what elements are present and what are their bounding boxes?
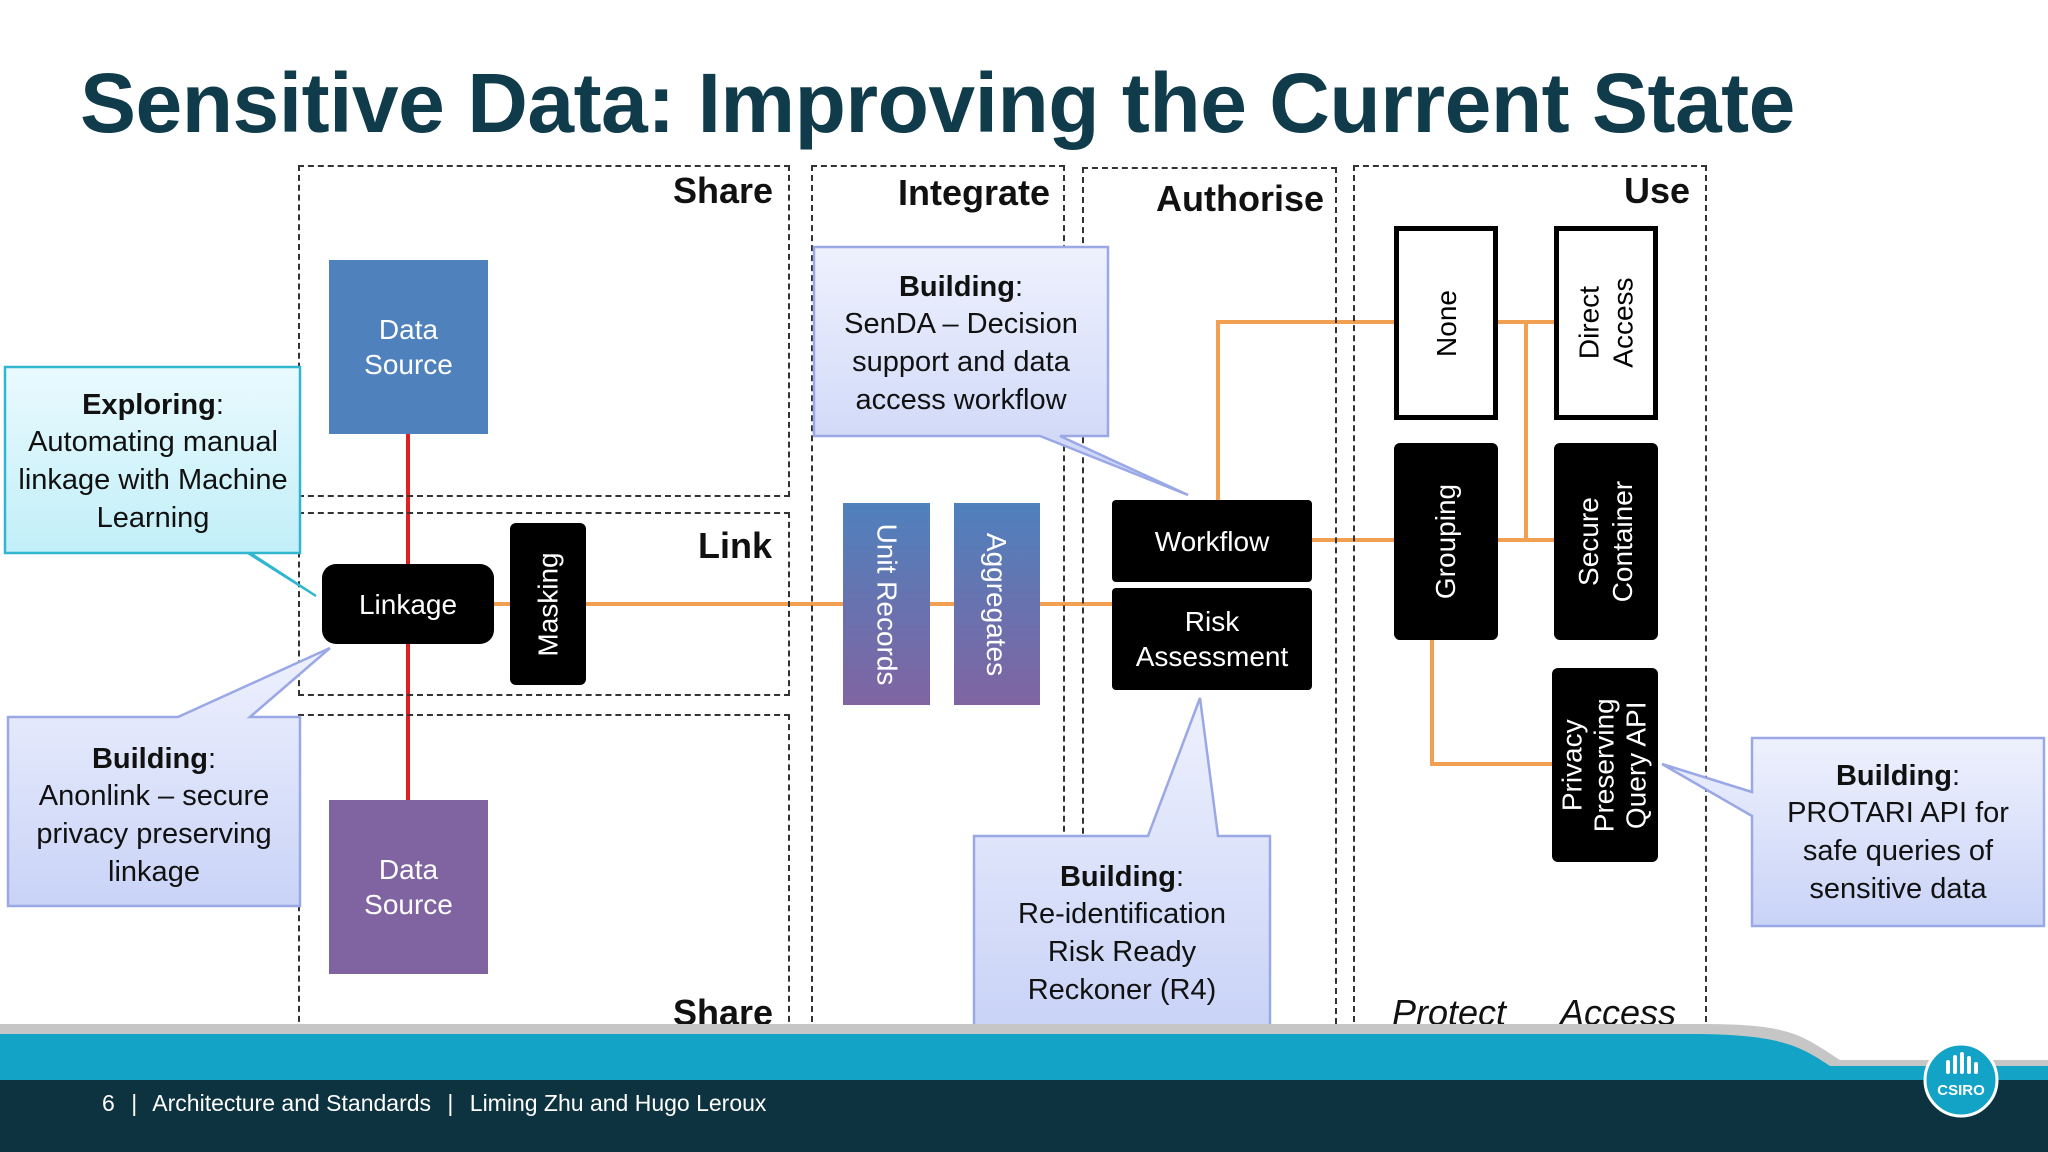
callout-protari-head: Building (1835, 759, 1952, 792)
zone-label-share-top: Share (673, 170, 774, 211)
workflow-label: Workflow (1154, 525, 1270, 557)
zone-share-top (298, 165, 790, 497)
zone-label-use: Use (1624, 170, 1691, 211)
footer-authors: Liming Zhu and Hugo Leroux (469, 1090, 767, 1116)
callout-senda-colon: : (1014, 270, 1024, 303)
callout-exploring-body: Automating manual linkage with Machine L… (18, 426, 288, 534)
callout-protari: Building: PROTARI API for safe queries o… (1754, 742, 2042, 924)
callout-r4-colon: : (1175, 860, 1185, 893)
orange-grouping-ppqa (1430, 640, 1554, 766)
callout-protari-shape (1661, 736, 2046, 928)
data-source-bottom-box: Data Source (329, 800, 488, 974)
zone-link (298, 512, 790, 696)
page-title: Sensitive Data: Improving the Current St… (80, 56, 1795, 150)
callout-exploring: Exploring: Automating manual linkage wit… (8, 374, 298, 550)
footer-dark-band (0, 1080, 2048, 1152)
callout-exploring-shape (3, 365, 317, 598)
footer-separator-1: | (131, 1090, 138, 1116)
callout-exploring-colon: : (215, 388, 224, 421)
csiro-logo-text: CSIRO (1937, 1082, 1985, 1099)
callout-exploring-head: Exploring (82, 388, 216, 421)
callout-r4: Building: Re-identification Risk Ready R… (976, 844, 1268, 1024)
ppqa-box: Privacy Preserving Query API (1552, 668, 1658, 862)
unit-records-box: Unit Records (843, 503, 930, 705)
callout-anonlink: Building: Anonlink – secure privacy pres… (10, 728, 298, 904)
csiro-logo-mark (1946, 1052, 1978, 1074)
footer-page-number: 6 (102, 1090, 115, 1116)
callout-protari-colon: : (1951, 759, 1961, 792)
callout-senda-body: SenDA – Decision support and data access… (844, 308, 1078, 416)
callout-senda-head: Building (898, 270, 1015, 303)
callout-anonlink-body: Anonlink – secure privacy preserving lin… (36, 780, 272, 888)
data-source-top-label: Data Source (364, 314, 453, 380)
zone-label-authorise: Authorise (1156, 178, 1325, 219)
none-box: None (1394, 226, 1498, 420)
footer: 6 | Architecture and Standards | Liming … (102, 1090, 766, 1117)
secure-container-box: Secure Container (1554, 443, 1658, 640)
callout-protari-body: PROTARI API for safe queries of sensitiv… (1787, 797, 2009, 905)
footer-separator-2: | (447, 1090, 454, 1116)
callout-r4-body: Re-identification Risk Ready Reckoner (R… (1018, 898, 1226, 1006)
callout-anonlink-colon: : (207, 742, 217, 775)
callout-anonlink-shape (6, 646, 331, 908)
callout-anonlink-head: Building (91, 742, 208, 775)
footer-section: Architecture and Standards (152, 1090, 432, 1116)
zone-label-integrate: Integrate (898, 172, 1051, 213)
data-source-bottom-label: Data Source (364, 854, 453, 920)
callout-senda: Building: SenDA – Decision support and d… (816, 256, 1106, 432)
masking-box: Masking (510, 523, 586, 685)
callout-r4-head: Building (1059, 860, 1176, 893)
csiro-logo-circle (1923, 1042, 1999, 1118)
linkage-box: Linkage (322, 564, 494, 644)
data-source-top-box: Data Source (329, 260, 488, 434)
grouping-box: Grouping (1394, 443, 1498, 640)
direct-access-box: Direct Access (1554, 226, 1658, 420)
zone-label-link: Link (698, 525, 773, 566)
aggregates-box: Aggregates (954, 503, 1040, 705)
workflow-box: Workflow (1112, 500, 1312, 582)
risk-assessment-label: Risk Assessment (1135, 606, 1289, 672)
risk-assessment-box: Risk Assessment (1112, 588, 1312, 690)
callout-senda-shape (812, 245, 1189, 497)
linkage-label: Linkage (358, 588, 458, 620)
